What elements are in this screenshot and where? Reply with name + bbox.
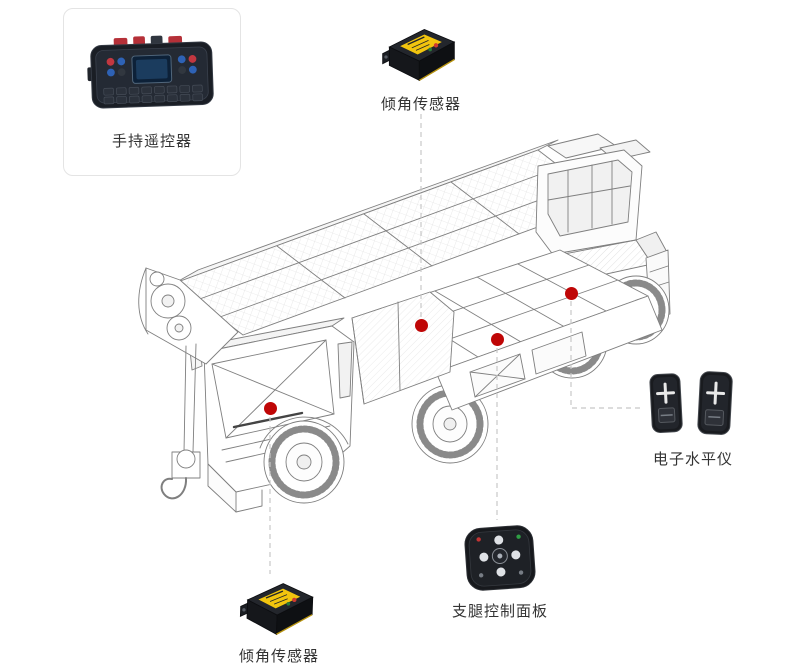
engine-housing-group [351, 291, 455, 405]
handheld-remote-image [87, 35, 214, 108]
tilt-sensor-top-label: 倾角传感器 [380, 95, 461, 113]
outrigger-panel-callout: 支腿控制面板 [452, 522, 547, 621]
remote-label: 手持遥控器 [111, 131, 192, 150]
tilt-sensor-top-callout: 倾角传感器 [378, 22, 464, 114]
electronic-level-callout: 电子水平仪 [646, 366, 740, 469]
tilt-sensor-bottom-image [238, 575, 320, 643]
electronic-level-image [649, 371, 733, 435]
tilt-sensor-bottom-label: 倾角传感器 [238, 647, 319, 665]
boom-head-group [138, 267, 239, 453]
electronic-level-label: 电子水平仪 [652, 450, 733, 468]
tilt-sensor-top-image [381, 22, 461, 87]
hook-block-group [160, 449, 201, 500]
connector-level [570, 301, 644, 409]
outrigger-panel-image [464, 525, 536, 591]
marker-cab-sensor [264, 402, 277, 415]
marker-deck-rear-sensor [565, 287, 578, 300]
front-wheel-group [259, 416, 349, 504]
outrigger-panel-label: 支腿控制面板 [452, 602, 549, 620]
marker-boom-base-sensor [415, 319, 428, 332]
remote-callout: 手持遥控器 [63, 8, 241, 176]
tilt-sensor-bottom-callout: 倾角传感器 [236, 576, 322, 666]
marker-chassis-sensor [491, 333, 504, 346]
boom-group [174, 139, 607, 336]
